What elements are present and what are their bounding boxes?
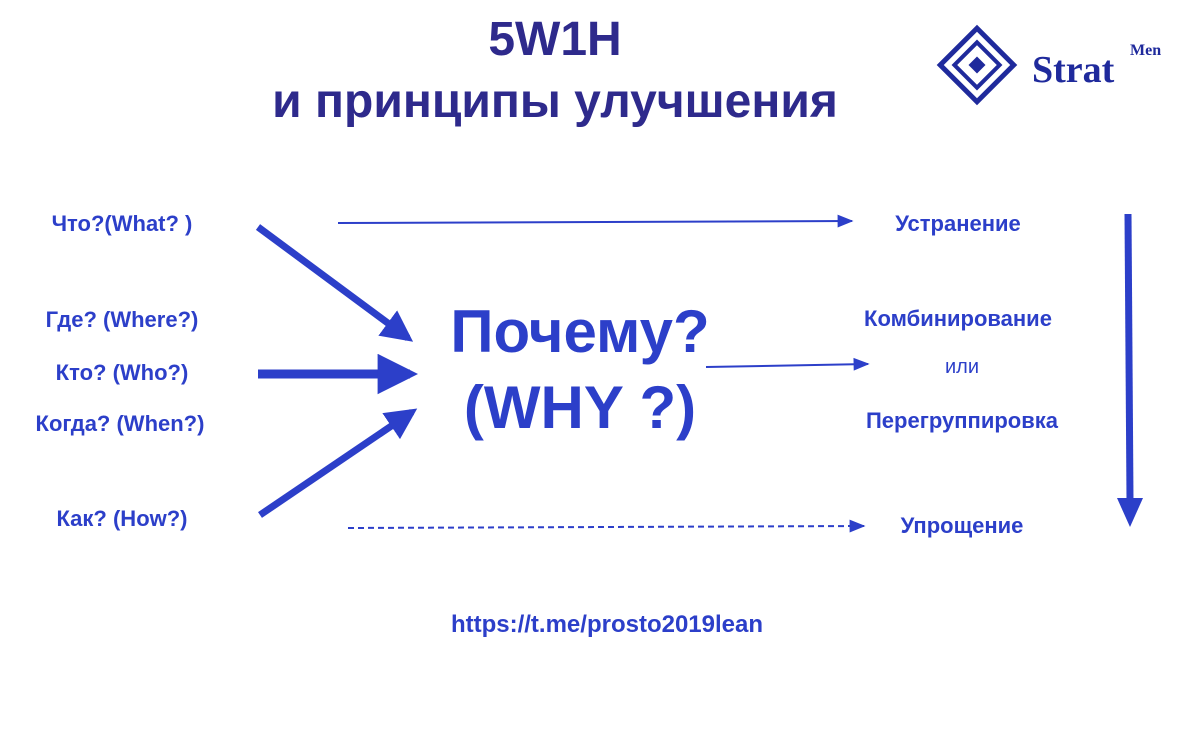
arrow-what-to-why — [255, 224, 414, 342]
vertical-arrow-shaft — [1124, 213, 1134, 501]
arrow-to-eliminate — [337, 214, 854, 228]
result-regroup: Перегруппировка — [865, 408, 1059, 433]
question-how: Как? (How?) — [56, 506, 188, 531]
question-when: Когда? (When?) — [35, 411, 205, 436]
title-line-1: 5W1H — [488, 13, 622, 66]
arrow-how-to-why — [258, 408, 418, 518]
logo-superscript: Men — [1130, 42, 1162, 59]
logo-name: Strat — [1032, 49, 1115, 91]
logo-mark-icon — [936, 24, 1018, 106]
question-where: Где? (Where?) — [45, 307, 199, 332]
dashed-arrow-to-simplify — [347, 519, 866, 533]
why-line-2: (WHY ?) — [463, 374, 697, 441]
arrow-to-combine — [705, 357, 870, 371]
question-who: Кто? (Who?) — [55, 360, 189, 385]
vertical-arrow-head — [1117, 498, 1143, 527]
result-combine: Комбинирование — [864, 306, 1052, 331]
title-line-2: и принципы улучшения — [272, 75, 838, 128]
stratmen-logo: Strat Men — [932, 20, 1172, 110]
question-what: Что?(What? ) — [51, 211, 193, 236]
result-simplify: Упрощение — [900, 513, 1024, 538]
telegram-link[interactable]: https://t.me/prosto2019lean — [450, 611, 764, 638]
why-line-1: Почему? — [450, 298, 710, 365]
result-or: или — [944, 356, 979, 378]
result-eliminate: Устранение — [895, 211, 1021, 236]
